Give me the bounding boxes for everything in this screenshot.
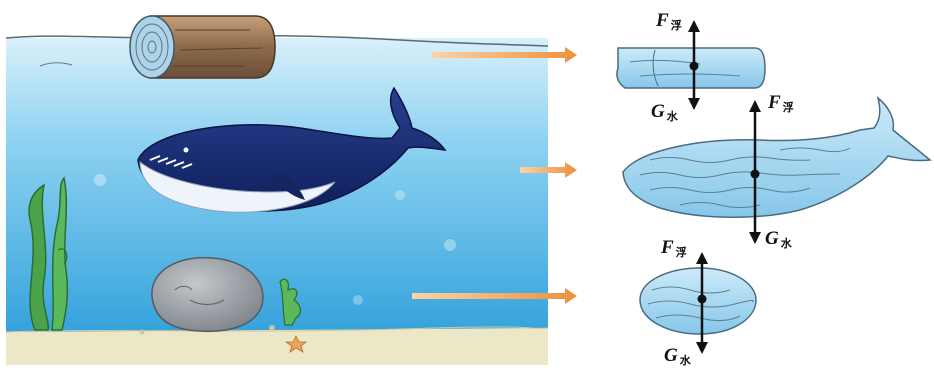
bubble [94, 174, 106, 186]
gravity-arrow-head [696, 342, 708, 354]
buoyancy-arrow-head [749, 100, 761, 112]
center-point [690, 62, 699, 71]
bubble [444, 239, 456, 251]
center-point [698, 295, 707, 304]
sand-floor [6, 328, 548, 365]
pebble [140, 330, 145, 335]
buoyancy-arrow-head [688, 20, 700, 32]
gravity-arrow-head [688, 98, 700, 110]
buoyancy-arrow-head [696, 252, 708, 264]
pebble [269, 325, 275, 331]
gravity-arrow-head [749, 232, 761, 244]
center-point [751, 170, 760, 179]
log-icon [130, 16, 275, 78]
bubble [353, 295, 363, 305]
bubble [395, 190, 405, 200]
rock-icon [152, 258, 263, 332]
